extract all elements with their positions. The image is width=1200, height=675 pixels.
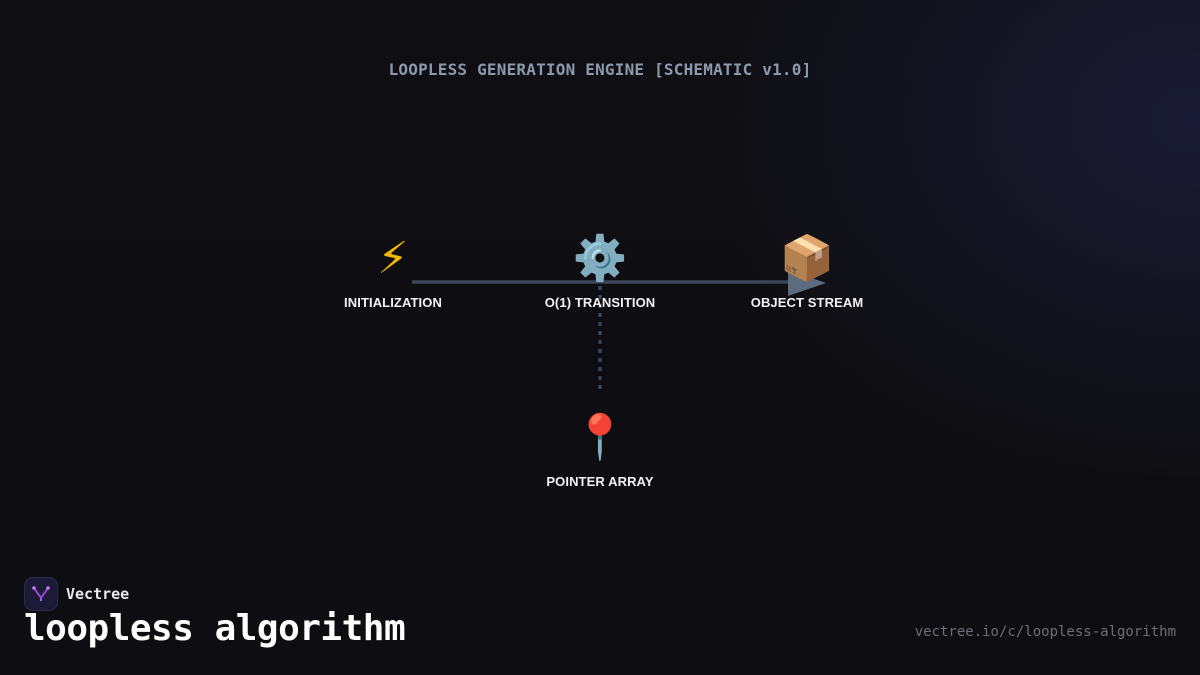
node-object-stream: 📦 OBJECT STREAM bbox=[717, 233, 897, 310]
edge-arrowhead bbox=[788, 270, 826, 296]
node-label: INITIALIZATION bbox=[344, 295, 442, 310]
node-label: O(1) TRANSITION bbox=[544, 295, 656, 310]
node-transition: ⚙️ O(1) TRANSITION bbox=[510, 233, 690, 310]
node-label: POINTER ARRAY bbox=[546, 474, 654, 489]
vectree-logo-icon bbox=[24, 577, 58, 611]
gear-icon: ⚙️ bbox=[572, 233, 628, 284]
page-heading: loopless algorithm bbox=[24, 608, 406, 649]
page-url[interactable]: vectree.io/c/loopless-algorithm bbox=[914, 624, 1176, 640]
lightning-bolt-icon: ⚡ bbox=[377, 233, 409, 284]
node-pointer-array: 📍 POINTER ARRAY bbox=[510, 412, 690, 489]
pushpin-icon: 📍 bbox=[572, 412, 628, 463]
node-label: OBJECT STREAM bbox=[750, 295, 864, 310]
brand-name: Vectree bbox=[66, 585, 130, 603]
node-initialization: ⚡ INITIALIZATION bbox=[303, 233, 483, 310]
brand[interactable]: Vectree bbox=[24, 577, 129, 611]
package-icon: 📦 bbox=[779, 233, 835, 284]
schematic-title: LOOPLESS GENERATION ENGINE [SCHEMATIC v1… bbox=[388, 60, 812, 79]
